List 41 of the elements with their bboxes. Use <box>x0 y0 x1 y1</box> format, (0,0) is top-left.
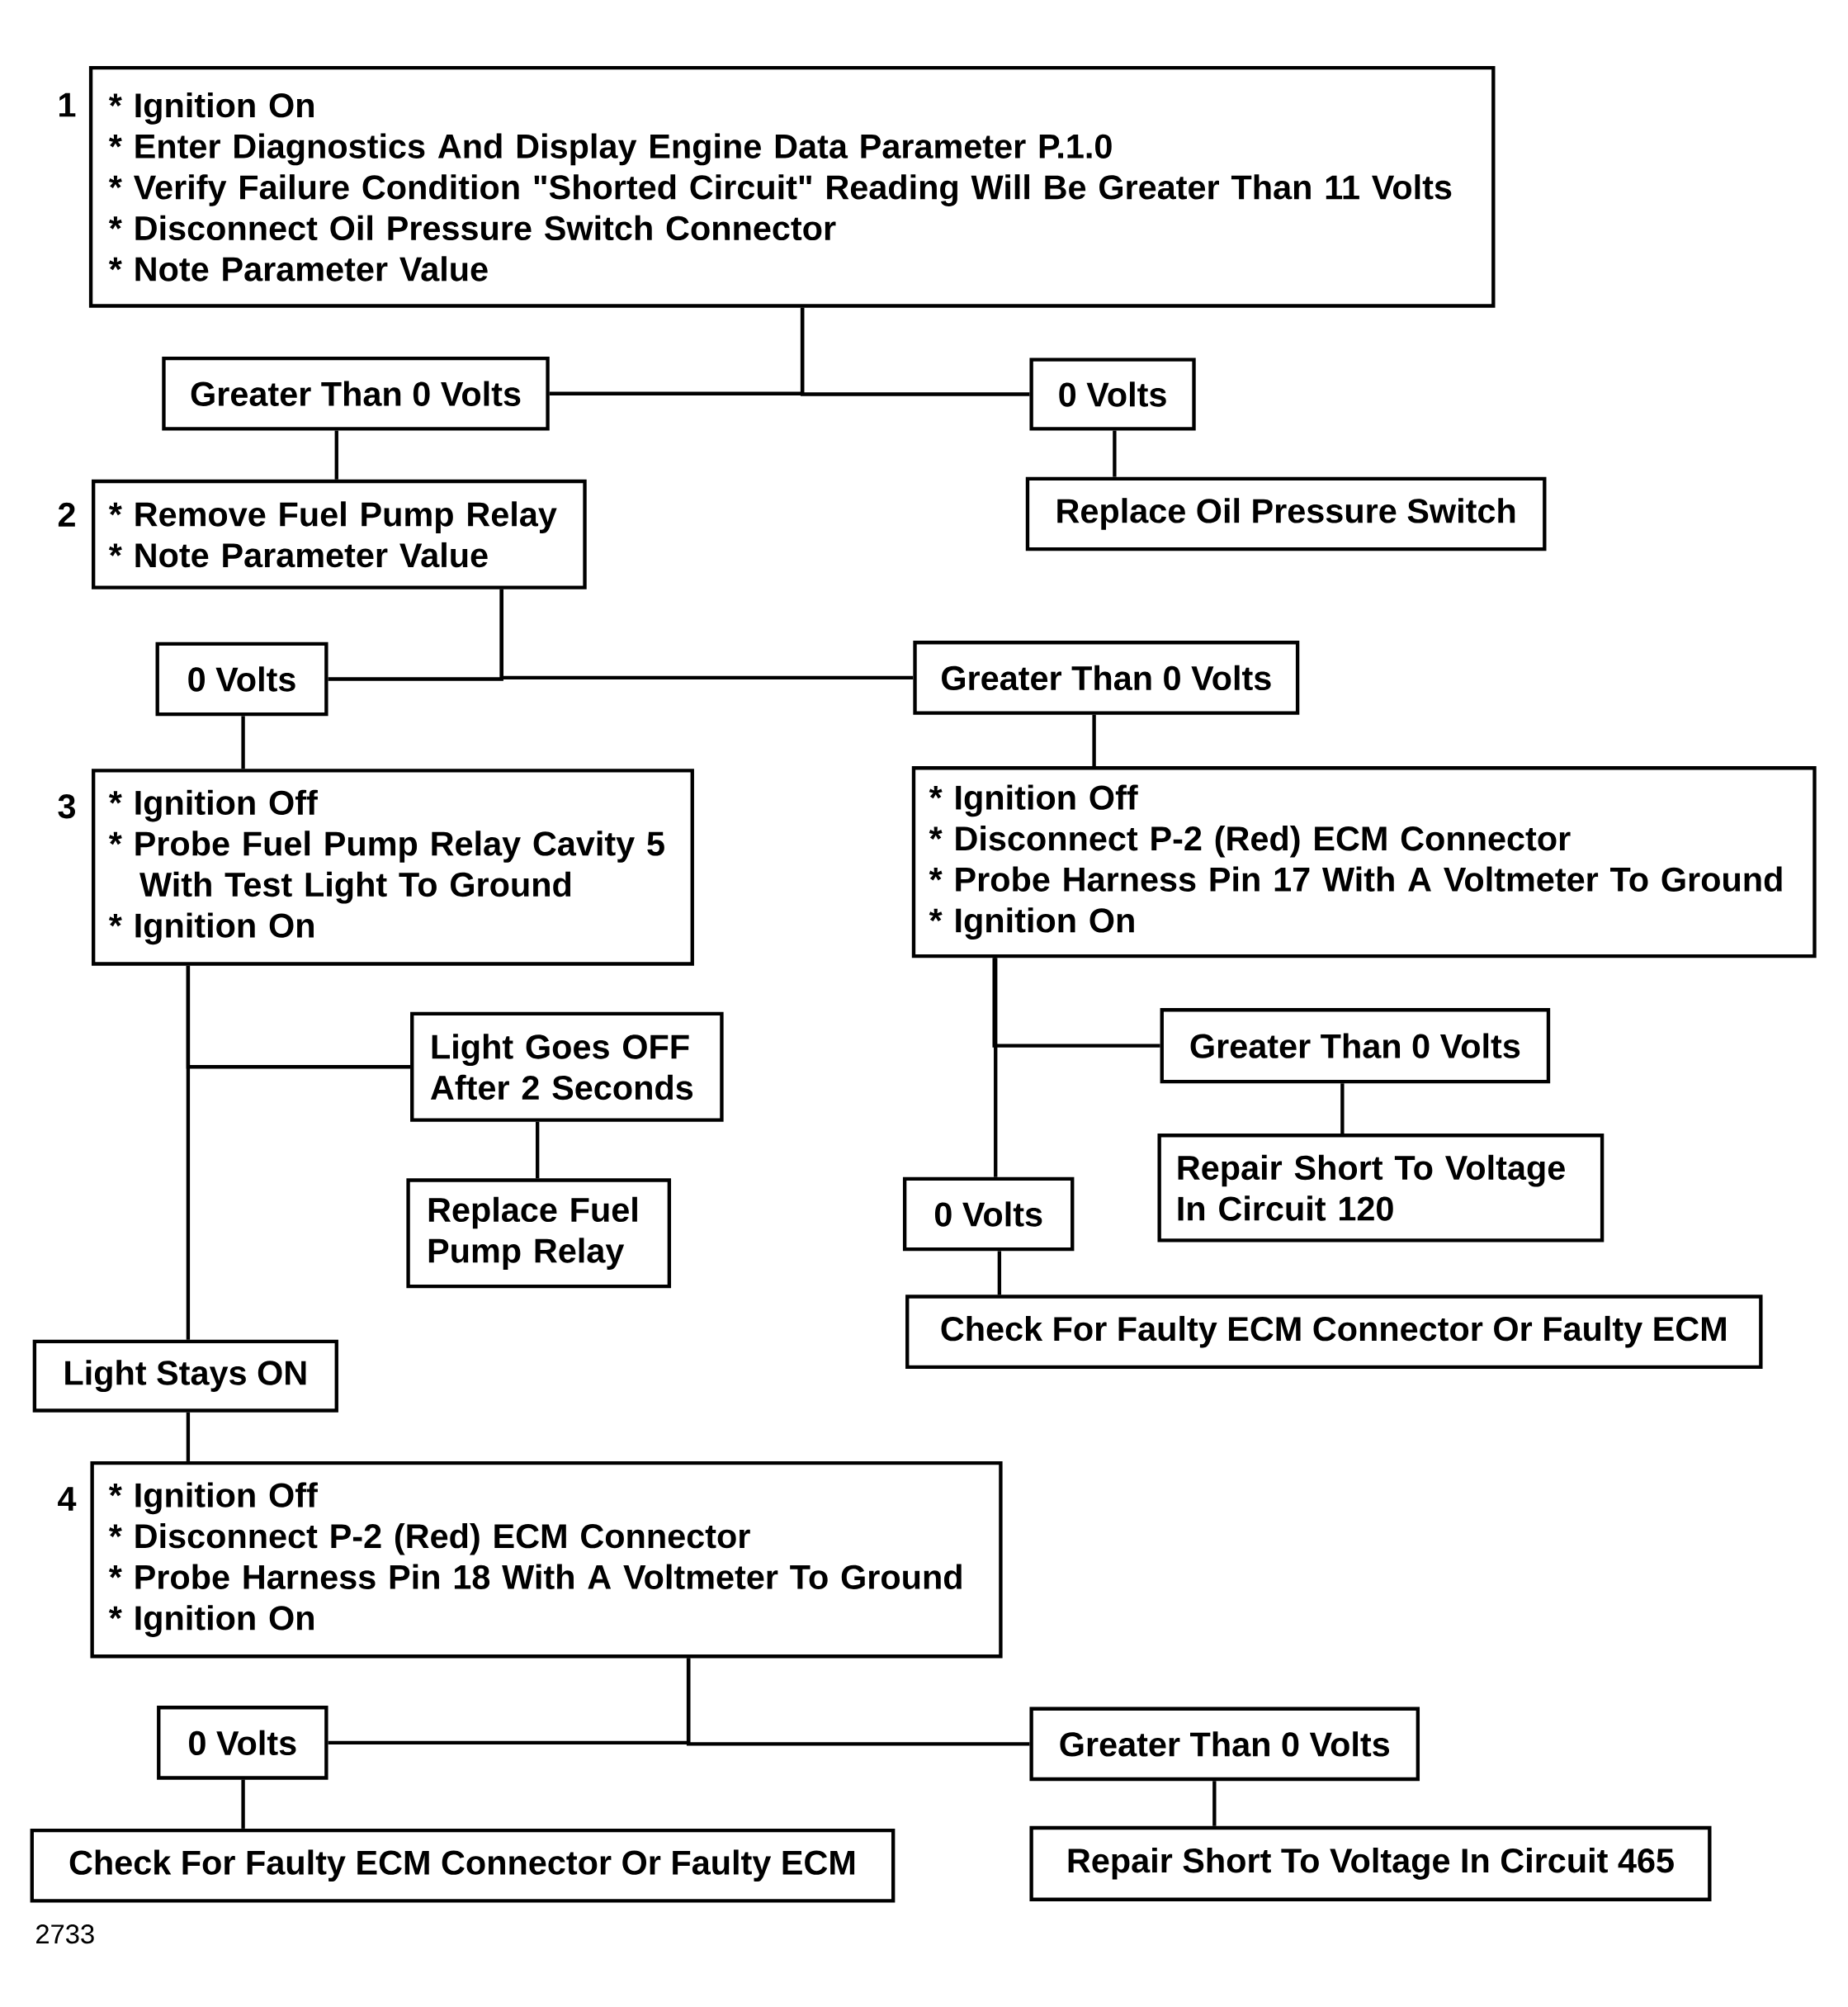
instruction-box: * Ignition Off * Disconnect P-2 (Red) ECM Connector * Probe Harness Pin 18 With A Voltmeter To Ground * Ignition On <box>90 1460 1003 1659</box>
flowchart-box: Greater Than 0 Volts <box>1029 1706 1420 1782</box>
flowchart-box: Repair Short To Voltage In Circuit 465 <box>1029 1825 1712 1901</box>
flowchart-box: 0 Volts <box>903 1176 1075 1252</box>
instruction-box: * Remove Fuel Pump Relay * Note Parameter Value <box>92 479 587 589</box>
connector-line <box>687 1658 1030 1746</box>
connector-line <box>241 1779 245 1829</box>
connector-line <box>334 430 339 480</box>
instruction-box: * Ignition Off * Disconnect P-2 (Red) ECM Connector * Probe Harness Pin 17 With A Voltmeter To Ground * Ignition On <box>911 766 1817 959</box>
flowchart-box: Repair Short To Voltage In Circuit 120 <box>1157 1134 1605 1243</box>
flowchart-box: Replace Fuel Pump Relay <box>406 1178 672 1289</box>
step-number: 3 <box>58 794 76 819</box>
flowchart-box: Greater Than 0 Volts <box>913 641 1300 715</box>
flowchart-box: Check For Faulty ECM Connector Or Faulty ECM <box>905 1295 1763 1369</box>
connector-line <box>992 958 1160 1048</box>
instruction-box: * Ignition On * Enter Diagnostics And Display Engine Data Parameter P.1.0 * Verify Failure Condition "Shorted Circuit" Reading Will Be Greater Than 11 Volts * Disconnect Oil Pressure Switch Connector * Note Parameter Value <box>89 65 1496 308</box>
flowchart-box: Light Stays ON <box>32 1339 339 1413</box>
connector-line <box>1212 1781 1217 1826</box>
step-number: 2 <box>59 502 75 527</box>
connector-line <box>1340 1083 1345 1134</box>
connector-line <box>241 716 245 769</box>
flowchart-box: Greater Than 0 Volts <box>162 356 550 431</box>
connector-line <box>1092 714 1096 767</box>
connector-line <box>994 958 998 1177</box>
step-number: 4 <box>58 1487 77 1511</box>
connector-line <box>186 1412 191 1461</box>
flowchart-box: Light Goes OFF After 2 Seconds <box>410 1011 724 1122</box>
connector-line <box>536 1121 540 1179</box>
flowchart-box: 0 Volts <box>157 1706 328 1780</box>
flowchart-box: 0 Volts <box>1029 357 1196 431</box>
flowchart-box: Greater Than 0 Volts <box>1160 1008 1551 1084</box>
flowchart-box: Check For Faulty ECM Connector Or Faulty ECM <box>30 1828 896 1903</box>
connector-line <box>1113 430 1117 477</box>
flowchart-box: Replace Oil Pressure Switch <box>1025 476 1547 551</box>
connector-line <box>186 965 191 1340</box>
connector-line <box>997 1251 1002 1295</box>
step-number: 1 <box>59 92 76 117</box>
flowchart-box: 0 Volts <box>155 641 328 717</box>
connector-line <box>801 307 1030 396</box>
instruction-box: * Ignition Off * Probe Fuel Pump Relay Cavity 5 With Test Light To Ground * Ignition On <box>92 769 695 966</box>
connector-line <box>499 589 914 680</box>
